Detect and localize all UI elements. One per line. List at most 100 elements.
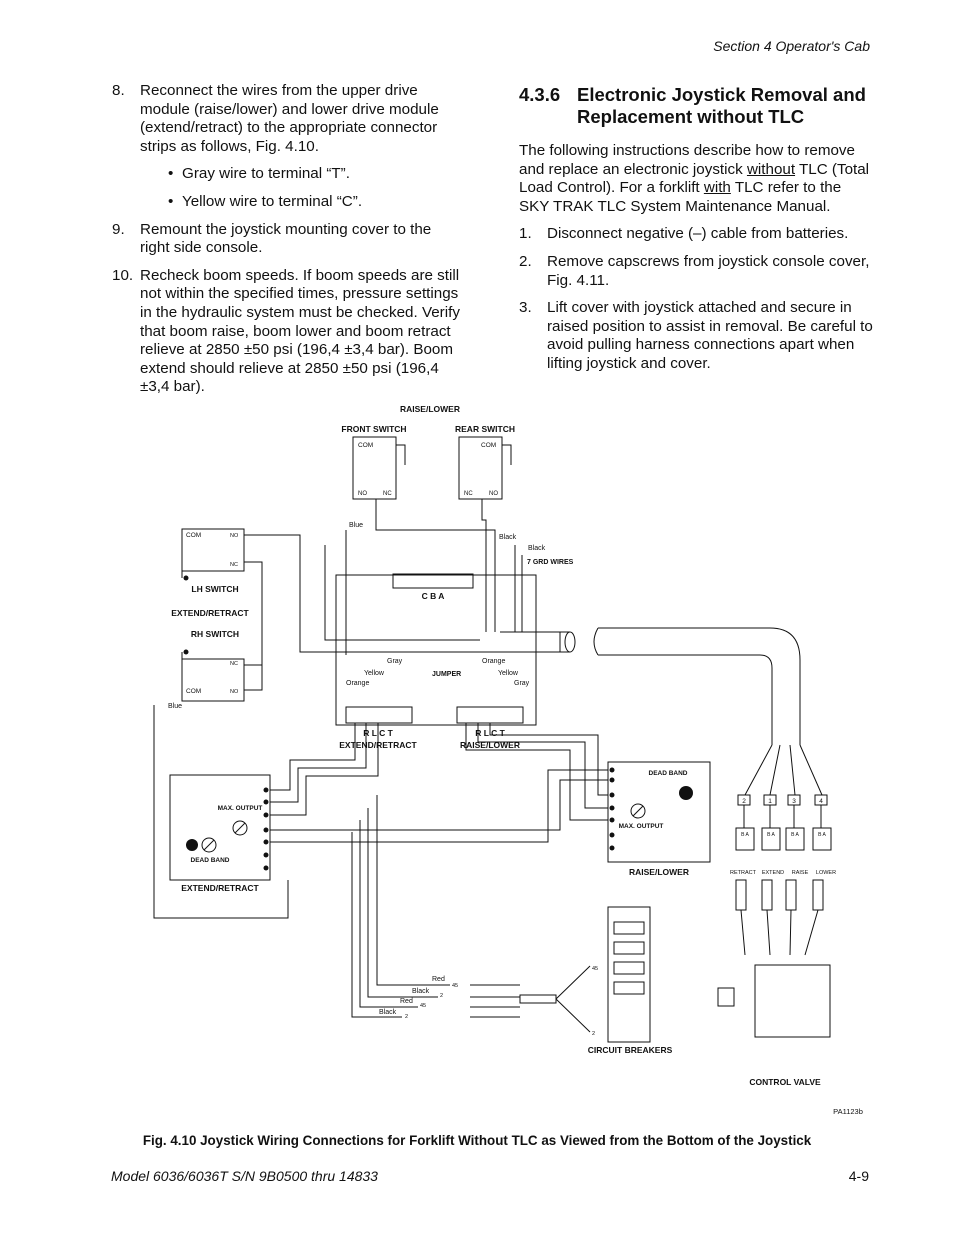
tag-2: 2: [592, 1031, 595, 1037]
no-label: NO: [230, 533, 239, 539]
dead-band-label: DEAD BAND: [191, 857, 230, 864]
wire-red-label: Red: [432, 976, 445, 983]
connector-ba: B A: [767, 832, 775, 838]
cba-label: C B A: [422, 591, 445, 601]
lh-switch-body: [181, 528, 245, 572]
connector-name: RETRACT: [730, 870, 757, 876]
intro-emphasis: with: [703, 179, 731, 197]
wire-orange-label: Orange: [482, 658, 505, 665]
wire-black-label: Black: [379, 1009, 397, 1016]
com-label: COM: [481, 442, 496, 449]
extend-retract-strip: [345, 706, 413, 724]
rlct-label: R L C T: [475, 728, 505, 738]
circuit-breaker-panel: [607, 906, 651, 1043]
left-column: 8. Reconnect the wires from the upper dr…: [112, 82, 462, 406]
connector-ba: B A: [791, 832, 799, 838]
joystick-base: [335, 574, 537, 726]
tag-45: 45: [592, 966, 598, 972]
step-3: 3. Lift cover with joystick attached and…: [519, 299, 874, 373]
connector-name: RAISE: [792, 870, 809, 876]
section-title: 4.3.6 Electronic Joystick Removal and Re…: [519, 84, 874, 128]
wire-black-label: Black: [499, 534, 517, 541]
step-text: Reconnect the wires from the upper drive…: [140, 82, 439, 155]
grd-wires-label: 7 GRD WIRES: [527, 559, 574, 566]
nc-label: NC: [230, 562, 238, 568]
raise-lower-strip: [456, 706, 524, 724]
intro-emphasis: without: [746, 160, 796, 178]
connector-number: 1: [768, 798, 772, 805]
footer-model: Model 6036/6036T S/N 9B0500 thru 14833: [111, 1168, 378, 1184]
wire-gray-label: Gray: [514, 680, 530, 687]
wire-red-label: Red: [400, 998, 413, 1005]
wire-black-label: Black: [528, 545, 546, 552]
connector-name: LOWER: [816, 870, 836, 876]
rear-switch-label: REAR SWITCH: [455, 424, 515, 434]
tag-2: 2: [440, 993, 443, 999]
bullet-item: • Gray wire to terminal “T”.: [168, 165, 462, 184]
control-valve-label: CONTROL VALVE: [749, 1077, 821, 1087]
intro-paragraph: The following instructions describe how …: [519, 142, 874, 216]
extend-retract-switch-label: EXTEND/RETRACT: [171, 608, 249, 618]
raise-lower-module-label: RAISE/LOWER: [629, 867, 689, 877]
step-number: 3.: [519, 299, 532, 317]
bullet-item: • Yellow wire to terminal “C”.: [168, 193, 462, 212]
connector-number: 3: [792, 798, 796, 805]
wire-yellow-label: Yellow: [498, 670, 519, 677]
jumper-label: JUMPER: [432, 671, 461, 678]
page-number: 4-9: [848, 1168, 869, 1184]
com-label: COM: [186, 688, 201, 695]
rh-switch-body: [181, 658, 245, 702]
max-output-label: MAX. OUTPUT: [619, 823, 664, 830]
no-label: NO: [230, 689, 239, 695]
raise-lower-module: [607, 761, 711, 863]
extend-retract-module-label: EXTEND/RETRACT: [181, 883, 259, 893]
com-label: COM: [186, 532, 201, 539]
right-column: 4.3.6 Electronic Joystick Removal and Re…: [519, 84, 874, 383]
step-2: 2. Remove capscrews from joystick consol…: [519, 253, 874, 290]
wire-blue-label: Blue: [168, 703, 182, 710]
step-text: Remove capscrews from joystick console c…: [547, 252, 870, 289]
bullet-text: Gray wire to terminal “T”.: [182, 165, 350, 183]
rlct-label: R L C T: [363, 728, 393, 738]
front-switch-label: FRONT SWITCH: [341, 424, 406, 434]
connector-ba: B A: [818, 832, 826, 838]
rh-switch-label: RH SWITCH: [191, 629, 239, 639]
wire-yellow-label: Yellow: [364, 670, 385, 677]
step-number: 9.: [112, 220, 125, 238]
com-label: COM: [358, 442, 373, 449]
step-number: 10.: [112, 266, 134, 284]
step-10: 10. Recheck boom speeds. If boom speeds …: [112, 267, 462, 397]
control-valve-body: [754, 964, 831, 1038]
connector-number: 2: [742, 798, 746, 805]
wire-gray-label: Gray: [387, 658, 403, 665]
step-9: 9. Remount the joystick mounting cover t…: [112, 221, 462, 258]
wire-blue-label: Blue: [349, 522, 363, 529]
intro-text: The following instructions describe how …: [519, 142, 855, 178]
step-1: 1. Disconnect negative (–) cable from ba…: [519, 225, 874, 244]
step-number: 2.: [519, 252, 532, 270]
raise-lower-label: RAISE/LOWER: [400, 404, 460, 414]
section-header: Section 4 Operator's Cab: [713, 38, 870, 54]
nc-label: NC: [464, 491, 473, 497]
no-label: NO: [358, 491, 367, 497]
dead-band-label: DEAD BAND: [649, 770, 688, 777]
rear-switch-body: [458, 436, 503, 500]
step-text: Recheck boom speeds. If boom speeds are …: [140, 266, 460, 396]
front-switch-body: [352, 436, 397, 500]
bullet-icon: •: [168, 192, 174, 210]
tag-45: 45: [420, 1003, 426, 1009]
part-number: PA1123b: [833, 1107, 863, 1116]
nc-label: NC: [383, 491, 392, 497]
wiring-diagram: RAISE/LOWER FRONT SWITCH REAR SWITCH COM…: [153, 404, 863, 1116]
connector-name: EXTEND: [762, 870, 784, 876]
intro-text: TLC refer to the SKY TRAK TLC System Mai…: [519, 179, 842, 215]
step-text: Remount the joystick mounting cover to t…: [140, 220, 432, 257]
bullet-icon: •: [168, 165, 174, 183]
extend-retract-strip-label: EXTEND/RETRACT: [339, 740, 417, 750]
figure-caption: Fig. 4.10 Joystick Wiring Connections fo…: [142, 1133, 812, 1148]
wire-orange-label: Orange: [346, 680, 369, 687]
tag-45: 45: [452, 983, 458, 989]
lh-switch-label: LH SWITCH: [191, 584, 238, 594]
nc-label: NC: [230, 661, 238, 667]
step-text: Disconnect negative (–) cable from batte…: [547, 225, 849, 243]
